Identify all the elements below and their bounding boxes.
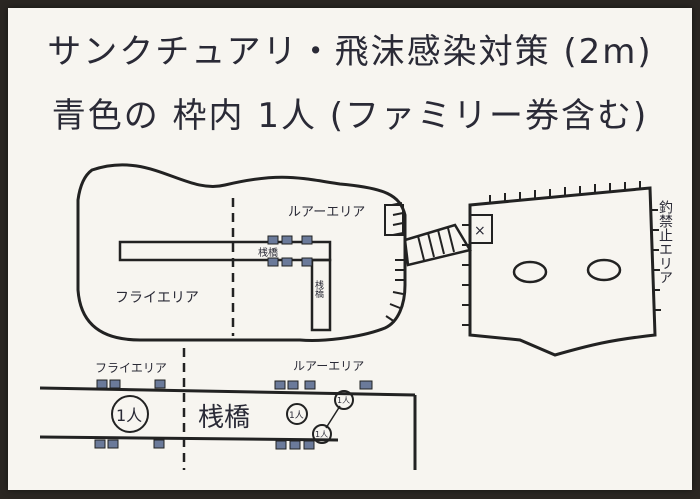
island-left <box>512 260 548 284</box>
pier-label: 桟橋 <box>198 403 250 433</box>
one-person-big-circle <box>111 395 149 433</box>
one-person-upper: 1人 <box>337 396 350 405</box>
pier <box>39 348 417 470</box>
x-box <box>469 214 493 244</box>
island-right <box>586 258 622 282</box>
pier-fly-area-label: フライエリア <box>95 361 167 375</box>
walkway-top-label: 桟橋 <box>258 246 278 259</box>
one-person-lower-circle <box>312 424 332 444</box>
right-pond-ticks <box>462 181 661 326</box>
left-pond-outline <box>76 163 407 342</box>
walkway-vertical <box>310 258 332 332</box>
one-person-big: 1人 <box>116 406 142 425</box>
paper-sheet <box>8 8 692 490</box>
lure-area-label: ルアーエリア <box>288 205 365 220</box>
distance-line <box>325 405 341 429</box>
lure-hatch-box <box>384 204 404 236</box>
right-pond-outline <box>468 186 657 357</box>
title-line-2: 青色の 枠内 1人 (ファミリー券含む) <box>51 96 649 136</box>
fly-area-label: フライエリア <box>115 290 199 306</box>
one-person-lower: 1人 <box>315 430 328 439</box>
title-line-1: サンクチュアリ・飛沫感染対策 (2m) <box>47 32 653 72</box>
pier-spots <box>94 379 373 450</box>
no-fishing-area-label: 釣禁止エリア <box>657 200 673 284</box>
walkway-spots <box>267 235 313 267</box>
one-person-upper-circle <box>334 390 354 410</box>
x-mark: × <box>474 223 486 239</box>
bridge <box>403 223 472 267</box>
one-person-small: 1人 <box>289 410 304 421</box>
walkway-side-label: 桟橋 <box>313 279 324 299</box>
walkway-horizontal <box>118 240 332 262</box>
one-person-small-circle <box>286 403 308 425</box>
pier-lure-area-label: ルアーエリア <box>293 359 364 373</box>
